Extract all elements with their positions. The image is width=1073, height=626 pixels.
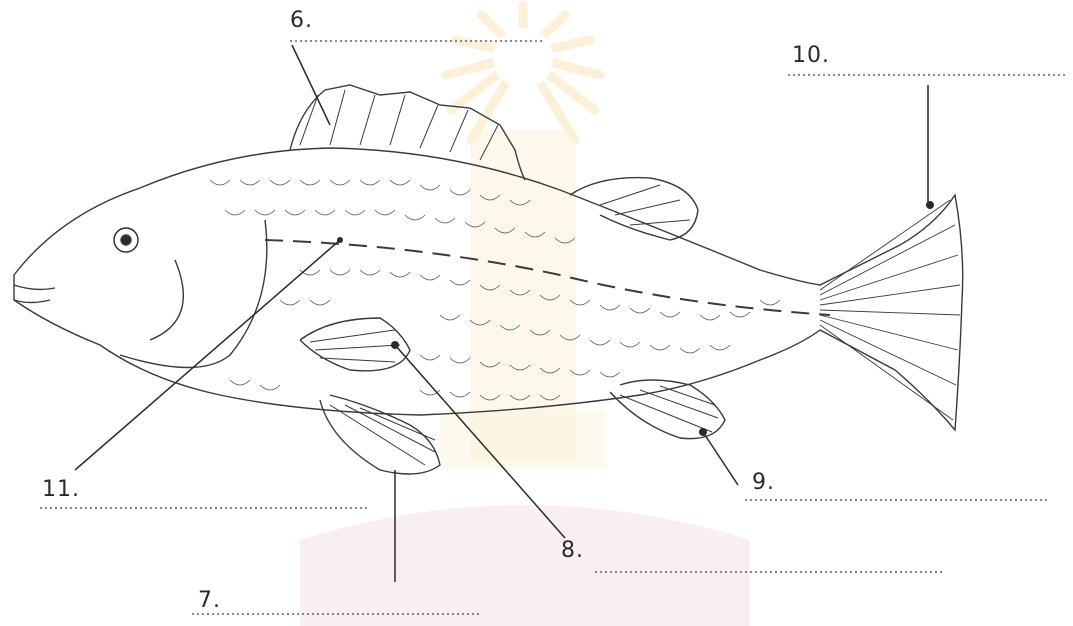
label-6: 6. — [290, 8, 313, 33]
label-7: 7. — [198, 588, 221, 613]
caudal-fin-rays — [820, 200, 960, 420]
label-9: 9. — [752, 470, 775, 495]
watermark-seal — [300, 5, 750, 626]
label-11: 11. — [42, 477, 80, 502]
second-dorsal-fin — [570, 178, 698, 240]
label-10: 10. — [792, 43, 830, 68]
label-8: 8. — [561, 538, 584, 563]
leader-9 — [703, 432, 738, 485]
